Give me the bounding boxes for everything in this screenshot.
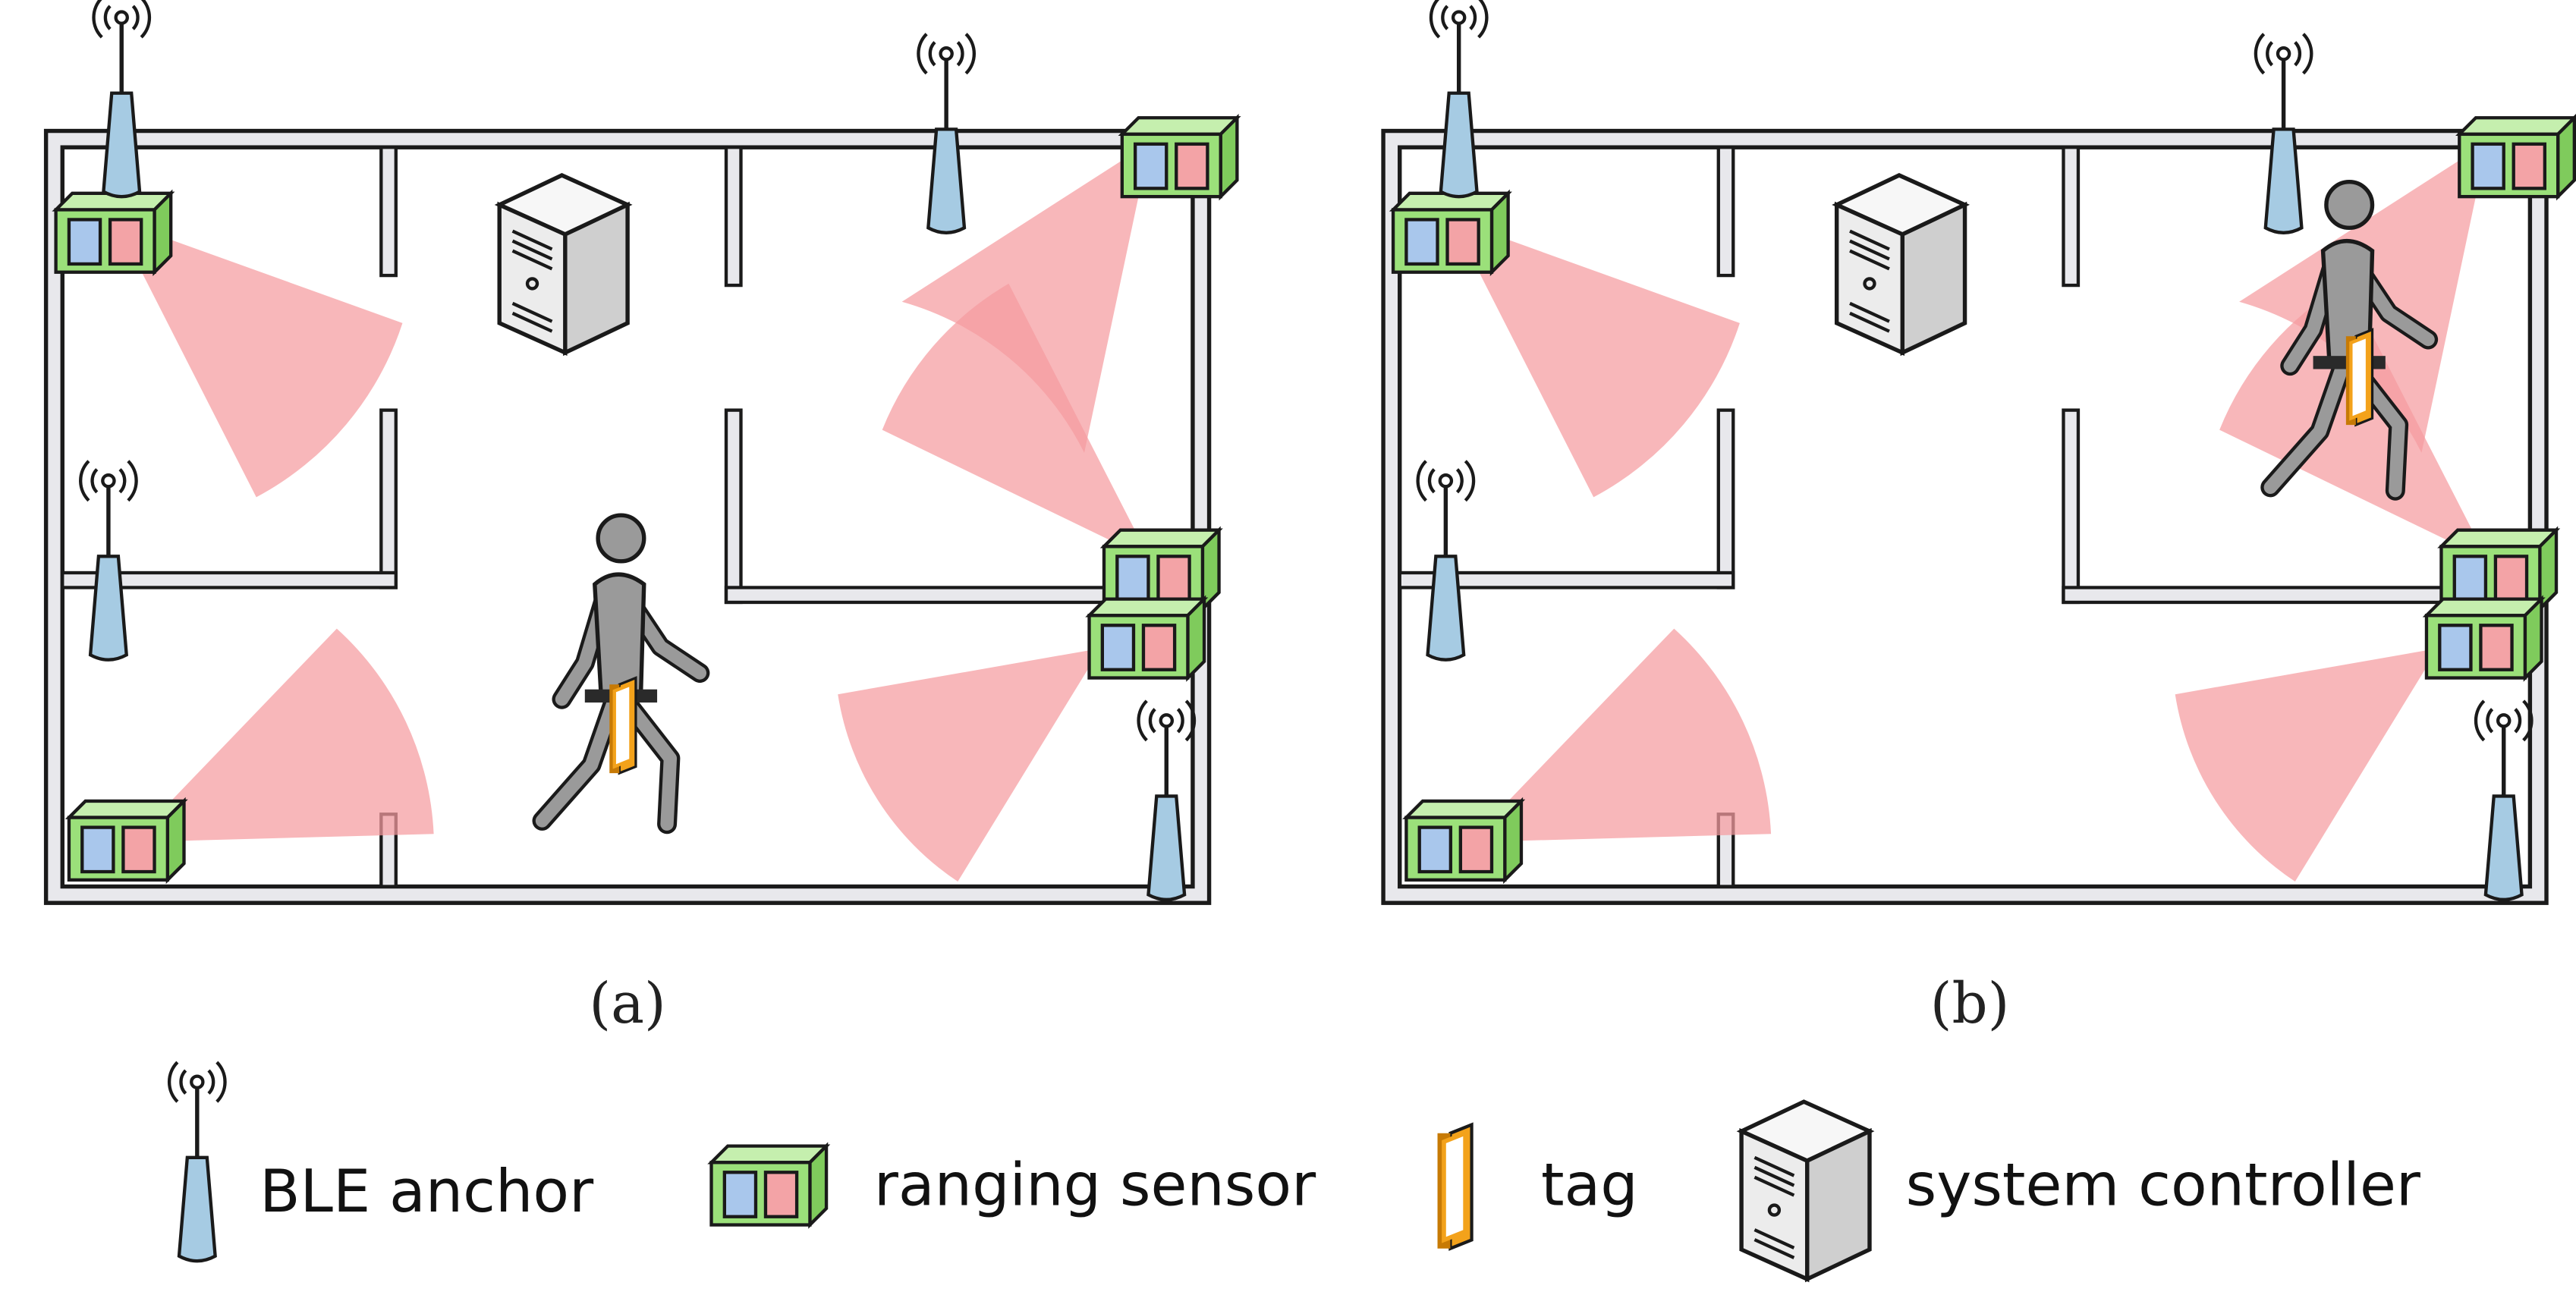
system-controller-icon bbox=[1741, 1102, 1870, 1279]
ranging-sensor-icon bbox=[69, 801, 184, 880]
panel-a: (a) bbox=[43, 0, 1238, 1036]
system-controller-icon bbox=[499, 175, 627, 353]
panel-caption: (b) bbox=[1930, 972, 2010, 1036]
ranging-sensor-icon bbox=[2459, 118, 2574, 196]
system-controller-icon bbox=[1837, 175, 1965, 353]
ranging-sensor-icon bbox=[1090, 599, 1205, 678]
ranging-sensor-icon bbox=[1104, 530, 1219, 609]
ble-anchor-icon bbox=[169, 1062, 225, 1261]
ranging-sensor-icon bbox=[56, 193, 171, 272]
tag-icon bbox=[1438, 1124, 1472, 1248]
tag-icon bbox=[609, 678, 636, 774]
panel-caption: (a) bbox=[589, 972, 665, 1036]
legend: BLE anchor ranging sensor tag system con… bbox=[169, 1062, 2421, 1279]
ranging-sensor-icon bbox=[1393, 193, 1508, 272]
legend-label-tag: tag bbox=[1541, 1152, 1638, 1220]
sensor-fov bbox=[115, 142, 1150, 882]
ranging-sensor-icon bbox=[1406, 801, 1521, 880]
legend-label-anchor: BLE anchor bbox=[259, 1158, 594, 1226]
ranging-sensor-icon bbox=[2441, 530, 2556, 609]
legend-label-sensor: ranging sensor bbox=[874, 1152, 1316, 1220]
ranging-sensor-icon bbox=[712, 1146, 827, 1225]
ranging-sensor-icon bbox=[2427, 599, 2542, 678]
tag-icon bbox=[2346, 330, 2373, 426]
legend-label-controller: system controller bbox=[1906, 1152, 2421, 1220]
ranging-sensor-icon bbox=[1122, 118, 1238, 196]
panel-b: (b) bbox=[1381, 0, 2574, 1036]
